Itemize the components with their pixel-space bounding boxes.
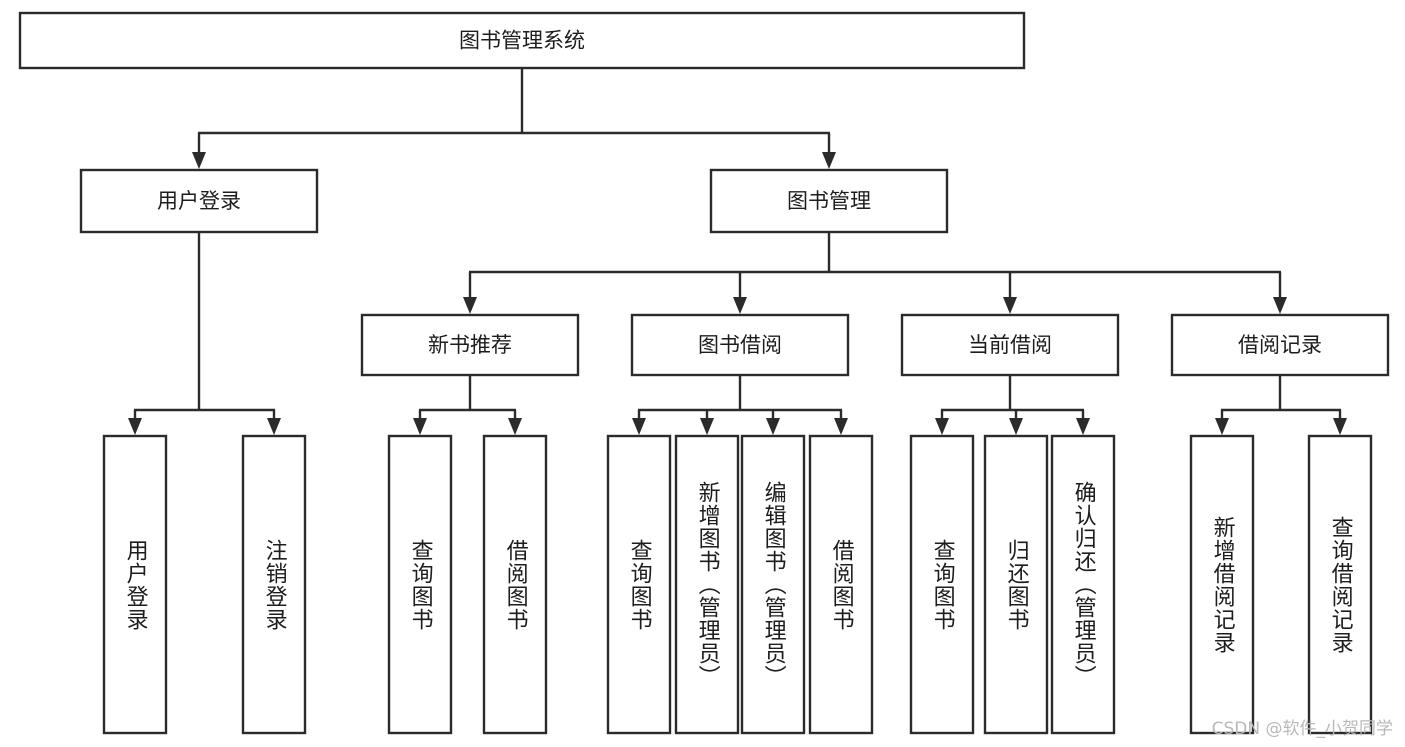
- arrow-head-icon: [192, 152, 206, 169]
- node-leaf-query-record[interactable]: [1307, 434, 1373, 735]
- node-leaf-borrow-book-2[interactable]: [808, 434, 874, 735]
- node-leaf-edit-book[interactable]: [740, 434, 806, 735]
- arrow-head-icon: [834, 418, 848, 435]
- arrow-head-icon: [1076, 418, 1090, 435]
- arrow-head-icon: [463, 297, 477, 314]
- arrow-head-icon: [935, 418, 949, 435]
- arrow-head-icon: [413, 418, 427, 435]
- node-new-book-rec[interactable]: [360, 313, 580, 377]
- node-root[interactable]: [18, 11, 1026, 70]
- node-leaf-add-book[interactable]: [674, 434, 740, 735]
- arrow-head-icon: [822, 152, 836, 169]
- arrow-head-icon: [128, 418, 142, 435]
- node-leaf-user-login[interactable]: [102, 434, 168, 735]
- arrow-head-icon: [632, 418, 646, 435]
- box-layer: [18, 11, 1390, 735]
- arrow-head-icon: [1333, 418, 1347, 435]
- node-leaf-query-book-3[interactable]: [909, 434, 975, 735]
- node-leaf-query-book-2[interactable]: [606, 434, 672, 735]
- node-leaf-user-logout[interactable]: [241, 434, 307, 735]
- node-user-login[interactable]: [79, 168, 319, 234]
- node-book-borrow[interactable]: [630, 313, 850, 377]
- arrow-head-icon: [1215, 418, 1229, 435]
- node-leaf-borrow-book-1[interactable]: [482, 434, 548, 735]
- node-book-manage[interactable]: [709, 168, 949, 234]
- arrow-head-icon: [1003, 297, 1017, 314]
- arrow-head-icon: [1273, 297, 1287, 314]
- arrow-head-icon: [267, 418, 281, 435]
- node-leaf-return-book[interactable]: [983, 434, 1049, 735]
- node-current-borrow-label: 当前借阅: [968, 333, 1052, 357]
- arrow-head-icon: [766, 418, 780, 435]
- node-leaf-confirm-return[interactable]: [1050, 434, 1116, 735]
- node-leaf-add-record[interactable]: [1189, 434, 1255, 735]
- node-current-borrow[interactable]: [900, 313, 1120, 377]
- node-borrow-record-label: 借阅记录: [1238, 333, 1322, 357]
- arrow-head-icon: [1009, 418, 1023, 435]
- node-root-label: 图书管理系统: [459, 29, 585, 53]
- node-borrow-record[interactable]: [1170, 313, 1390, 377]
- node-book-manage-label: 图书管理: [787, 189, 871, 213]
- node-user-login-label: 用户登录: [157, 189, 241, 213]
- connector-layer: [128, 68, 1347, 435]
- node-book-borrow-label: 图书借阅: [698, 333, 782, 357]
- node-new-book-rec-label: 新书推荐: [428, 333, 512, 357]
- arrow-head-icon: [700, 418, 714, 435]
- arrow-head-icon: [733, 297, 747, 314]
- node-leaf-query-book-1[interactable]: [387, 434, 453, 735]
- arrow-head-icon: [508, 418, 522, 435]
